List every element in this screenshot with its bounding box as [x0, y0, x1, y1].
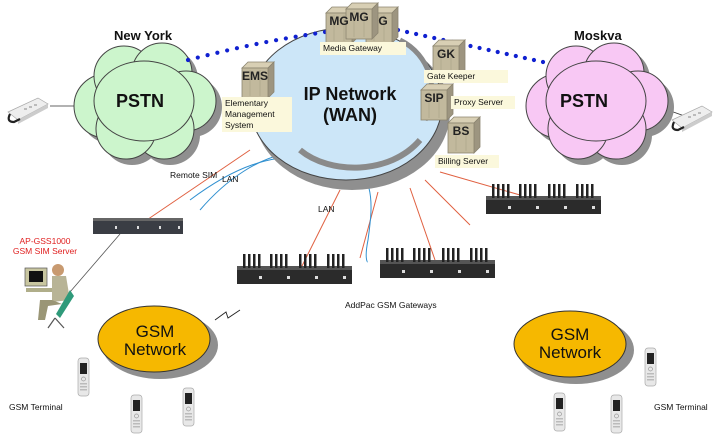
trunk-dot: [303, 33, 308, 38]
wireless-signal-icon: [214, 309, 241, 321]
trunk-dot: [504, 51, 509, 57]
ems-description: Elementary Management System: [222, 97, 292, 132]
lan-link: [424, 179, 471, 226]
gsm-terminal-label-right: GSM Terminal: [654, 402, 708, 412]
telephone-icon: [6, 96, 50, 126]
city-label-moskva: Moskva: [574, 28, 622, 43]
lan-link: [409, 187, 436, 261]
sim-server-device: [93, 218, 183, 234]
trunk-dot: [432, 35, 437, 41]
mg-server-label: G: [378, 14, 388, 28]
lan-link: [134, 149, 251, 229]
gsm-network-left-label-1: GSM: [135, 322, 175, 341]
dotted-trunk-link: /* dots generated below */: [185, 27, 546, 65]
trunk-dot: [477, 45, 482, 51]
gsm-handset-icon: [182, 387, 195, 427]
trunk-dot: [486, 47, 491, 53]
telephone-icon: [670, 104, 714, 134]
proxy-server-label: Proxy Server: [451, 96, 515, 109]
sim-server-name-label: GSM SIM Server: [12, 246, 78, 256]
trunk-dot: [423, 33, 428, 39]
trunk-dot: [185, 57, 191, 63]
trunk-dot: [531, 57, 537, 63]
sip-server-label: SIP: [424, 91, 444, 105]
mg-server-label: MG: [349, 10, 369, 24]
gsm-gateway: [486, 184, 601, 214]
lan-link: [359, 191, 379, 259]
sim-server-link: [69, 233, 121, 293]
wan-label: (WAN): [323, 105, 377, 125]
ip-network-label: IP Network: [303, 84, 397, 104]
lan-link: [439, 171, 521, 196]
trunk-dot: [414, 31, 419, 37]
trunk-dot: [313, 31, 318, 36]
gsm-cloud-left: [97, 305, 218, 379]
ems-description-line-1: Elementary: [225, 98, 268, 108]
pstn-label-right: PSTN: [560, 91, 609, 111]
remote-sim-label: Remote SIM: [170, 170, 218, 180]
ip-network-cloud: [249, 27, 450, 190]
ems-server-label: EMS: [241, 69, 268, 83]
trunk-dot: [540, 59, 546, 65]
trunk-dot: [513, 53, 518, 59]
ems-description-line-3: System: [225, 120, 254, 130]
gsm-network-right-label-1: GSM: [550, 325, 590, 344]
gsm-network-right-label-2: Network: [538, 343, 602, 362]
gsm-terminal-label-left: GSM Terminal: [9, 402, 63, 412]
lan-label: LAN: [222, 174, 239, 184]
gsm-handset-icon: [610, 394, 623, 434]
trunk-dot: [195, 55, 200, 60]
ems-description-line-2: Management: [225, 109, 275, 119]
gate-keeper-label: Gate Keeper: [424, 70, 508, 83]
gateways-label: AddPac GSM Gateways: [345, 300, 437, 310]
lan-link: [299, 189, 341, 271]
gsm-cloud-right: [513, 310, 634, 384]
trunk-dot: [495, 49, 500, 55]
trunk-dot: [244, 43, 249, 49]
gsm-handset-icon: [644, 347, 657, 387]
gsm-network-left-label-2: Network: [123, 340, 187, 359]
lan-label: LAN: [318, 204, 335, 214]
mg-server-label: MG: [329, 14, 349, 28]
city-label-new-york: New York: [114, 28, 173, 43]
pstn-label-left: PSTN: [116, 91, 165, 111]
trunk-dot: [254, 41, 259, 47]
gsm-handset-icon: [77, 357, 90, 397]
remote-sim-link: [199, 154, 281, 211]
trunk-dot: [205, 53, 210, 58]
gsm-gateway: [237, 254, 352, 284]
billing-server-label: Billing Server: [435, 155, 499, 168]
lan-links: [134, 149, 521, 271]
trunk-dot: [283, 36, 288, 41]
media-gateway-label: Media Gateway: [320, 42, 406, 55]
sim-server-model-label: AP-GSS1000: [19, 236, 71, 246]
trunk-dot: [234, 46, 240, 51]
trunk-dot: [468, 43, 473, 49]
gsm-handset-icon: [130, 394, 143, 434]
trunk-dot: [225, 48, 230, 53]
trunk-dot: [215, 50, 220, 55]
gsm-handset-icon: [553, 392, 566, 432]
gsm-gateway: [380, 248, 495, 278]
trunk-dot: [404, 29, 410, 35]
trunk-dot: [293, 34, 298, 39]
trunk-dot: [264, 39, 269, 45]
trunk-dot: [273, 38, 279, 43]
bs-server-label: BS: [452, 124, 470, 138]
trunk-dot: [522, 55, 527, 61]
gk-server-label: GK: [437, 47, 455, 61]
operator-workstation-icon: [24, 264, 74, 329]
